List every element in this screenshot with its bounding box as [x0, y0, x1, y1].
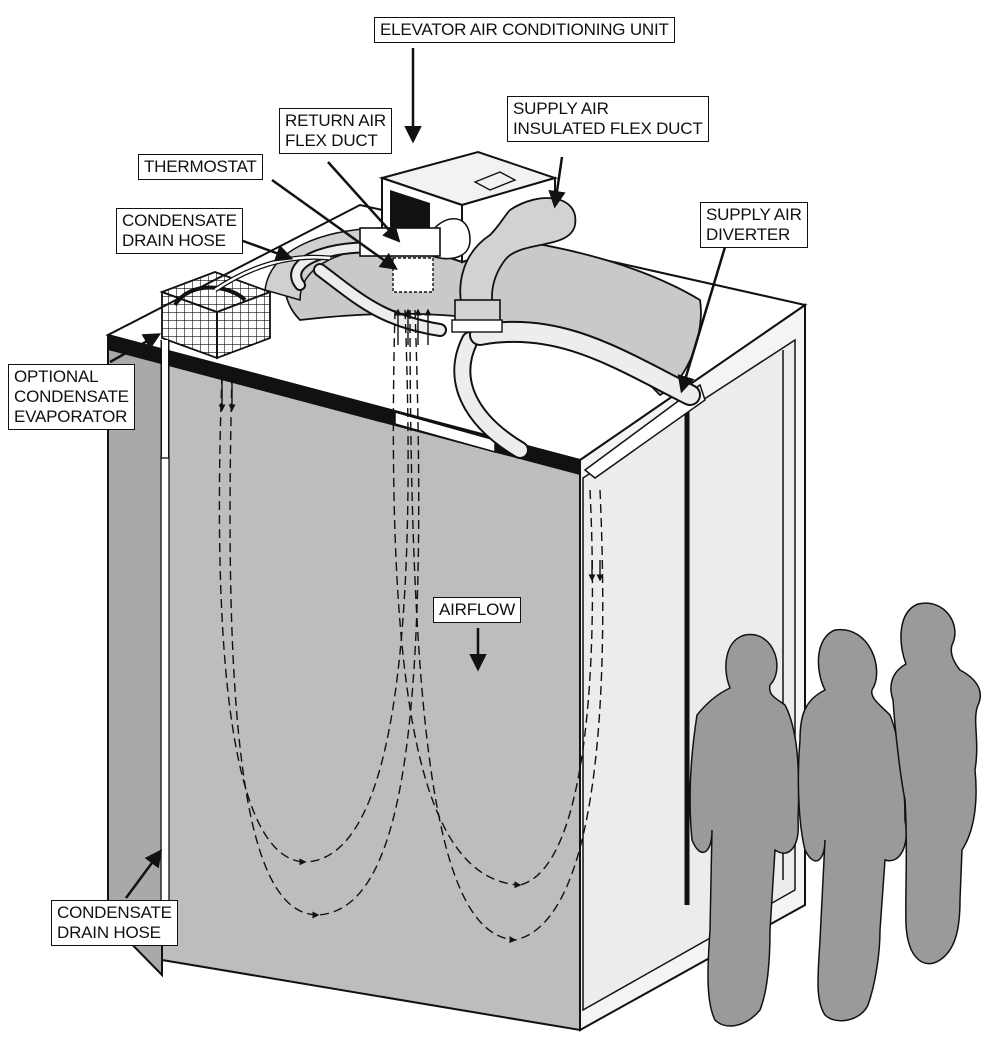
label-condensate-drain-hose-bottom: CONDENSATE DRAIN HOSE — [51, 900, 178, 946]
label-supply-air-diverter: SUPPLY AIR DIVERTER — [700, 202, 808, 248]
drain-hose-vertical — [160, 457, 170, 929]
label-return-air-flex-duct: RETURN AIR FLEX DUCT — [279, 108, 392, 154]
label-elevator-ac-unit: ELEVATOR AIR CONDITIONING UNIT — [374, 17, 675, 43]
label-thermostat: THERMOSTAT — [138, 154, 263, 180]
thermostat-box — [392, 257, 434, 293]
label-airflow: AIRFLOW — [433, 597, 522, 623]
label-optional-condensate-evaporator: OPTIONAL CONDENSATE EVAPORATOR — [8, 364, 135, 430]
label-supply-air-insulated-flex-duct: SUPPLY AIR INSULATED FLEX DUCT — [507, 96, 709, 142]
airflow-paths — [218, 309, 604, 944]
evaporator-side — [216, 290, 271, 360]
people-silhouettes — [689, 602, 981, 1027]
label-condensate-drain-hose-top: CONDENSATE DRAIN HOSE — [116, 208, 243, 254]
